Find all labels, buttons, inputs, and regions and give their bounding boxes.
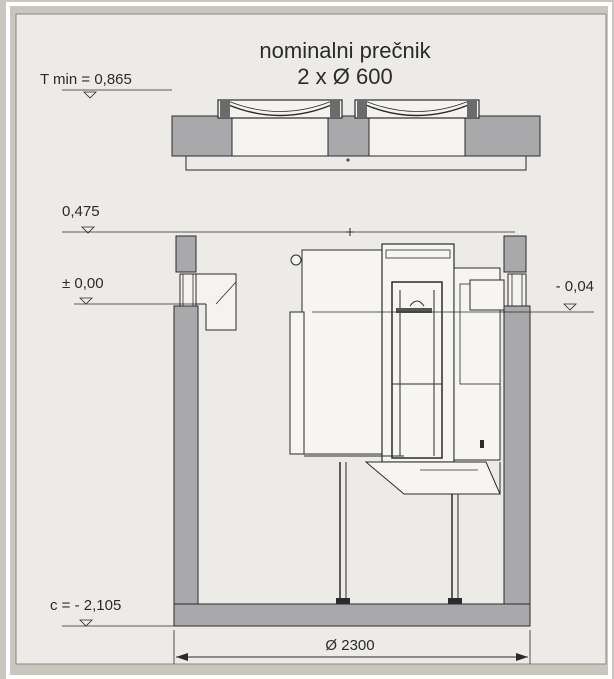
tank-wall-right (503, 235, 531, 607)
level-label-tmin: T min = 0,865 (40, 71, 132, 88)
drawing-frame (6, 2, 612, 679)
level-label-zero: ± 0,00 (62, 275, 104, 292)
cover-slab (171, 115, 541, 171)
level-marker-bottom (79, 619, 93, 627)
manhole-lid-left (217, 99, 343, 119)
manhole-lid-right (354, 99, 480, 119)
title-line-2: 2 x Ø 600 (297, 64, 392, 89)
diameter-dimension (173, 630, 531, 664)
tank-floor (173, 603, 531, 627)
level-marker-top (81, 226, 95, 234)
level-label-top: 0,475 (62, 203, 100, 220)
level-label-outlet: - 0,04 (556, 278, 594, 295)
tank-wall-left (173, 235, 199, 607)
level-marker-outlet (563, 303, 577, 311)
level-marker-zero (79, 297, 93, 305)
separator-unit (289, 243, 505, 604)
level-label-bottom: c = - 2,105 (50, 597, 121, 614)
level-marker-tmin (83, 91, 97, 99)
inlet-pipe (195, 273, 237, 331)
title-line-1: nominalni prečnik (259, 38, 431, 63)
diameter-label: Ø 2300 (325, 637, 374, 654)
